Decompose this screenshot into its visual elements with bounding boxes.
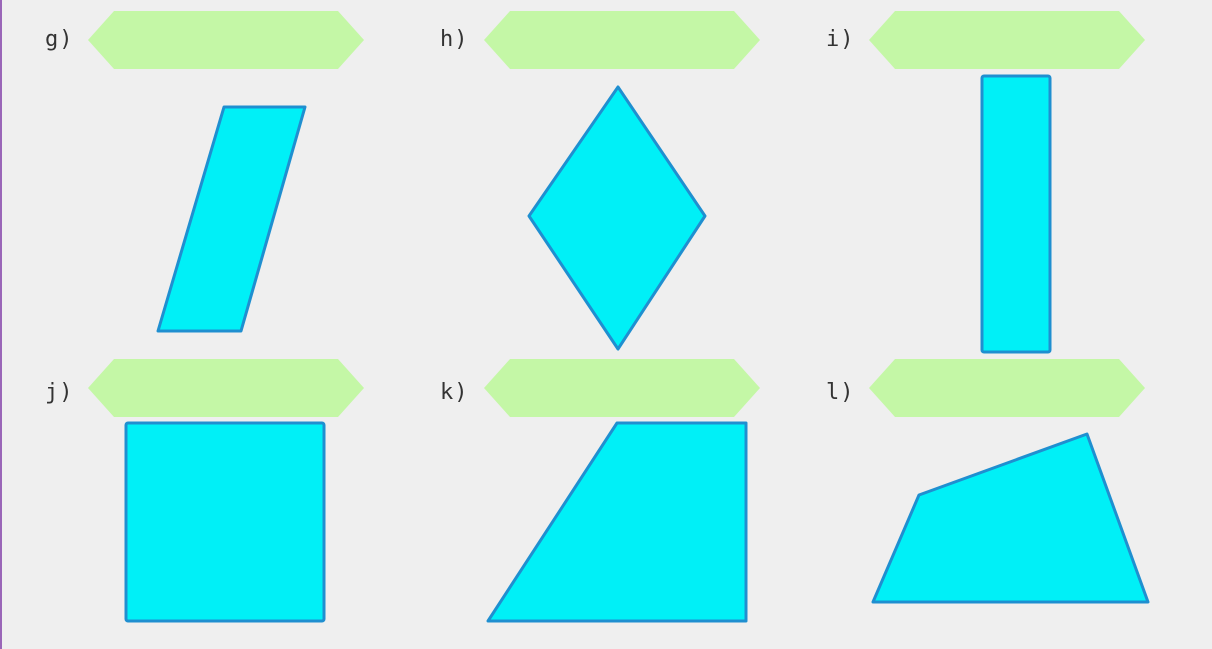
rectangle-shape xyxy=(980,74,1052,354)
item-label-g: g) xyxy=(45,27,74,52)
parallelogram-shape xyxy=(156,105,307,333)
answer-box-l[interactable] xyxy=(869,359,1145,417)
item-label-i: i) xyxy=(826,27,855,52)
item-label-k: k) xyxy=(440,380,469,405)
answer-box-g[interactable] xyxy=(88,11,364,69)
rhombus-shape xyxy=(527,85,707,351)
quadrilateral-shape xyxy=(871,432,1150,604)
answer-box-j[interactable] xyxy=(88,359,364,417)
square-shape xyxy=(124,421,326,623)
item-label-j: j) xyxy=(45,380,74,405)
item-label-l: l) xyxy=(826,380,855,405)
answer-box-h[interactable] xyxy=(484,11,760,69)
answer-box-k[interactable] xyxy=(484,359,760,417)
answer-box-i[interactable] xyxy=(869,11,1145,69)
trapezoid-shape xyxy=(486,421,748,623)
item-label-h: h) xyxy=(440,27,469,52)
